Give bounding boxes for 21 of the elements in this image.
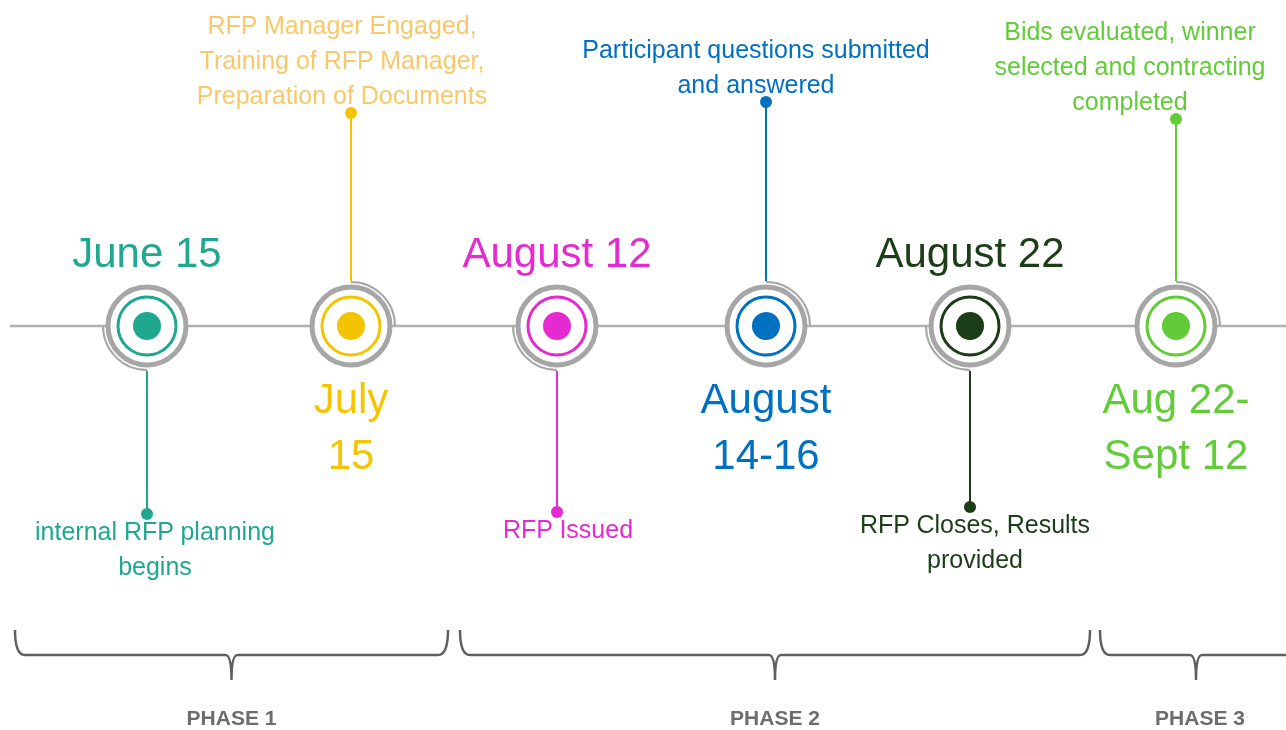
milestone-description: RFP Manager Engaged, Training of RFP Manager, Preparation of Documents (162, 8, 522, 113)
milestone-description: Bids evaluated, winner selected and contracting completed (980, 14, 1280, 119)
leader-line (760, 96, 772, 282)
leader-line (1170, 113, 1182, 282)
leader-line (345, 107, 357, 282)
milestone-date: August 22 (874, 228, 1066, 278)
milestone-description: RFP Issued (458, 512, 678, 547)
leader-line (551, 370, 563, 518)
phase-label: PHASE 3 (1154, 706, 1246, 730)
milestone-date: Aug 22-Sept 12 (1101, 374, 1251, 480)
milestone-date: August 12 (461, 228, 653, 278)
leader-line (964, 370, 976, 513)
milestone-description: RFP Closes, Results provided (815, 507, 1135, 577)
milestone-date: August 14-16 (699, 374, 833, 480)
milestone-date: June 15 (71, 228, 223, 278)
milestone-date: July 15 (312, 374, 390, 480)
leader-line (141, 370, 153, 520)
phase-label: PHASE 1 (185, 706, 278, 730)
milestone-description: internal RFP planning begins (30, 514, 280, 584)
phase-label: PHASE 2 (729, 706, 821, 730)
milestone-description: Participant questions submitted and answered (576, 32, 936, 102)
